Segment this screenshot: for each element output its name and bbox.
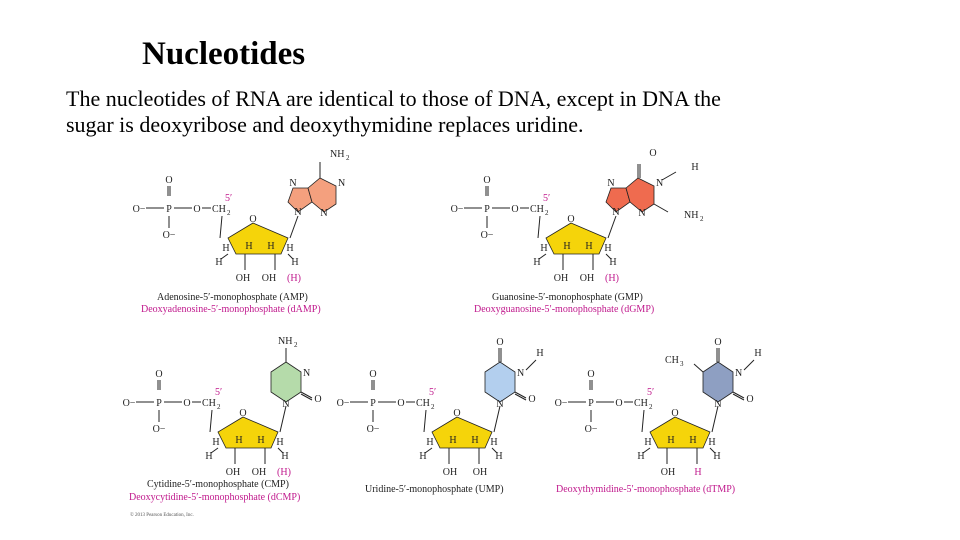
oh-3prime: OH [226,467,240,478]
oh-3prime: OH [443,467,457,478]
cytosine-carbonyl-o: O [314,394,321,405]
oh-3prime: OH [554,273,568,284]
dtmp-structure: OH H N N H O O CH 3 [554,337,762,478]
cytosine-nh2: NH [278,336,292,347]
adenine-nh2-sub: 2 [346,154,350,162]
deoxy-h-marker: (H) [277,467,291,478]
thymine-c4-o: O [714,337,721,348]
dtmp-caption: Deoxythymidine-5′-monophosphate (dTMP) [556,484,735,495]
ump-caption: Uridine-5′-monophosphate (UMP) [365,484,504,495]
cytosine-n3: N [303,368,310,379]
guanine-n1: N [656,178,663,189]
amp-structure: OH OH (H) N N N N NH 2 [132,149,350,284]
oh-3prime: OH [661,467,675,478]
ump-structure: OH OH N N H O O [336,337,544,478]
dgmp-caption: Deoxyguanosine-5′-monophosphate (dGMP) [474,304,654,315]
oh-3prime: OH [236,273,250,284]
uracil-ring [484,361,516,403]
copyright-notice: © 2013 Pearson Education, Inc. [130,512,194,518]
body-text-line-2: sugar is deoxyribose and deoxythymidine … [66,112,584,137]
guanine-n9: N [612,207,619,218]
guanine-five-ring [605,187,631,213]
adenine-n7: N [289,178,296,189]
amp-caption: Adenosine-5′-monophosphate (AMP) [157,292,308,303]
uracil-c2-o: O [528,394,535,405]
adenine-n9: N [294,207,301,218]
guanine-nh2: NH [684,210,698,221]
thymine-n1: N [714,399,721,410]
uracil-n3: N [517,368,524,379]
guanine-carbonyl-o: O [649,148,656,159]
slide-title: Nucleotides [142,36,306,72]
deoxy-h-marker: (H) [287,273,301,284]
body-text-line-1: The nucleotides of RNA are identical to … [66,86,721,111]
adenine-n3: N [320,208,327,219]
cytosine-nh2-sub: 2 [294,341,298,349]
guanine-n1-h: H [691,162,698,173]
thymine-ring [702,361,734,403]
guanine-n3: N [638,208,645,219]
cmp-structure: OH OH (H) N N O NH 2 [122,336,322,478]
oh-2prime: OH [252,467,266,478]
adenine-n1: N [338,178,345,189]
adenine-six-ring [307,177,337,213]
damp-caption: Deoxyadenosine-5′-monophosphate (dAMP) [141,304,321,315]
thymine-n3: N [735,368,742,379]
thymine-ch3: CH [665,355,679,366]
guanine-nh2-sub: 2 [700,215,704,223]
uracil-n1: N [496,399,503,410]
oh-2prime: OH [580,273,594,284]
cmp-caption: Cytidine-5′-monophosphate (CMP) [147,479,289,490]
deoxy-h: H [694,467,701,478]
thymine-c2-o: O [746,394,753,405]
oh-2prime: OH [262,273,276,284]
adenine-nh2: NH [330,149,344,160]
gmp-structure: OH OH (H) N N N N O H NH 2 [450,148,704,284]
dcmp-caption: Deoxycytidine-5′-monophosphate (dCMP) [129,492,300,503]
gmp-caption: Guanosine-5′-monophosphate (GMP) [492,292,643,303]
thymine-ch3-sub: 3 [680,360,684,368]
cytosine-n1: N [282,399,289,410]
guanine-n7: N [607,178,614,189]
uracil-n3-h: H [536,348,543,359]
deoxy-h-marker: (H) [605,273,619,284]
uracil-c4-o: O [496,337,503,348]
oh-2prime: OH [473,467,487,478]
thymine-n3-h: H [754,348,761,359]
adenine-five-ring [287,187,313,213]
cytosine-ring [270,361,302,403]
guanine-six-ring [625,177,655,213]
